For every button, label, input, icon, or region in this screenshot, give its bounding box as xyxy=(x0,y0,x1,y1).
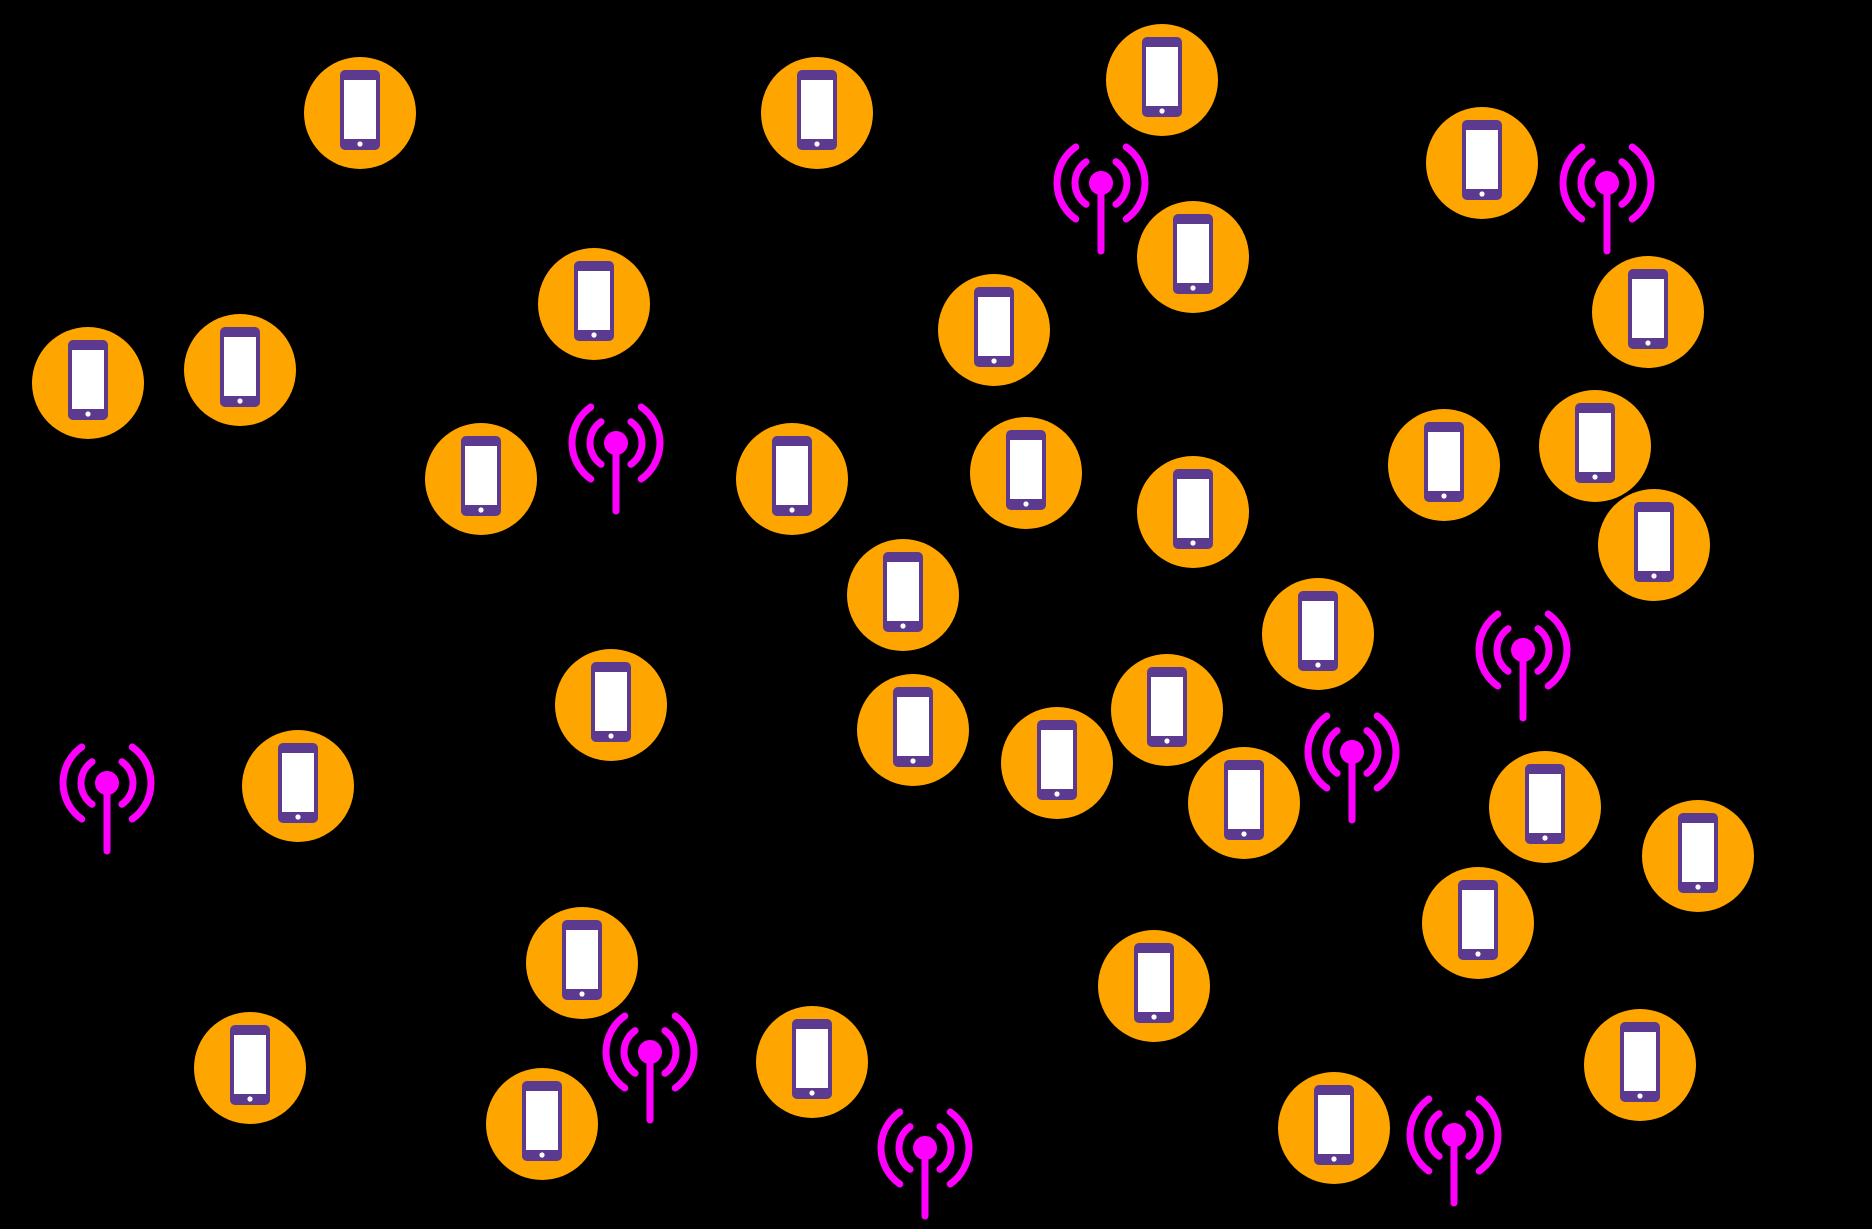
device-node xyxy=(304,57,416,169)
smartphone-icon xyxy=(1634,502,1674,582)
smartphone-icon xyxy=(574,261,614,341)
device-node xyxy=(761,57,873,169)
device-node xyxy=(1642,800,1754,912)
device-node xyxy=(1388,409,1500,521)
device-node xyxy=(32,327,144,439)
device-node xyxy=(1106,24,1218,136)
device-node xyxy=(1592,256,1704,368)
smartphone-icon xyxy=(893,687,933,767)
antenna-icon xyxy=(568,403,664,515)
smartphone-icon xyxy=(1575,403,1615,483)
antenna-icon xyxy=(1304,712,1400,824)
device-node xyxy=(1598,489,1710,601)
device-node xyxy=(857,674,969,786)
device-node xyxy=(486,1068,598,1180)
smartphone-icon xyxy=(1298,591,1338,671)
device-node xyxy=(1422,867,1534,979)
device-node xyxy=(1137,456,1249,568)
smartphone-icon xyxy=(1462,120,1502,200)
access-points-layer xyxy=(59,143,1655,1220)
device-node xyxy=(1426,107,1538,219)
smartphone-icon xyxy=(1173,214,1213,294)
smartphone-icon xyxy=(1458,880,1498,960)
smartphone-icon xyxy=(974,287,1014,367)
device-node xyxy=(555,649,667,761)
smartphone-icon xyxy=(883,552,923,632)
device-node xyxy=(184,314,296,426)
smartphone-icon xyxy=(1134,943,1174,1023)
device-node xyxy=(1098,930,1210,1042)
device-node xyxy=(1137,201,1249,313)
device-node xyxy=(526,907,638,1019)
device-node xyxy=(1001,707,1113,819)
smartphone-icon xyxy=(1628,269,1668,349)
device-node xyxy=(1111,654,1223,766)
device-node xyxy=(194,1012,306,1124)
antenna-icon xyxy=(59,743,155,855)
smartphone-icon xyxy=(461,436,501,516)
device-node xyxy=(970,417,1082,529)
device-node xyxy=(425,423,537,535)
smartphone-icon xyxy=(1525,764,1565,844)
device-node xyxy=(1278,1072,1390,1184)
smartphone-icon xyxy=(68,340,108,420)
device-node xyxy=(242,730,354,842)
smartphone-icon xyxy=(1173,469,1213,549)
smartphone-icon xyxy=(1147,667,1187,747)
smartphone-icon xyxy=(797,70,837,150)
smartphone-icon xyxy=(1142,37,1182,117)
antenna-icon xyxy=(1053,143,1149,255)
device-node xyxy=(1539,390,1651,502)
smartphone-icon xyxy=(230,1025,270,1105)
smartphone-icon xyxy=(772,436,812,516)
smartphone-icon xyxy=(1678,813,1718,893)
smartphone-icon xyxy=(522,1081,562,1161)
device-node xyxy=(1489,751,1601,863)
antenna-icon xyxy=(602,1012,698,1124)
smartphone-icon xyxy=(1424,422,1464,502)
smartphone-icon xyxy=(220,327,260,407)
smartphone-icon xyxy=(1620,1022,1660,1102)
antenna-icon xyxy=(1559,143,1655,255)
device-node xyxy=(1188,747,1300,859)
device-node xyxy=(938,274,1050,386)
antenna-icon xyxy=(1406,1095,1502,1207)
antenna-icon xyxy=(1475,610,1571,722)
device-node xyxy=(847,539,959,651)
smartphone-icon xyxy=(1006,430,1046,510)
smartphone-icon xyxy=(1314,1085,1354,1165)
smartphone-icon xyxy=(591,662,631,742)
device-node xyxy=(538,248,650,360)
smartphone-icon xyxy=(1224,760,1264,840)
device-node xyxy=(1584,1009,1696,1121)
device-node xyxy=(756,1006,868,1118)
smartphone-icon xyxy=(1037,720,1077,800)
smartphone-icon xyxy=(792,1019,832,1099)
device-node xyxy=(1262,578,1374,690)
smartphone-icon xyxy=(278,743,318,823)
smartphone-icon xyxy=(340,70,380,150)
antenna-icon xyxy=(877,1108,973,1220)
devices-layer xyxy=(32,24,1754,1184)
device-node xyxy=(736,423,848,535)
smartphone-icon xyxy=(562,920,602,1000)
